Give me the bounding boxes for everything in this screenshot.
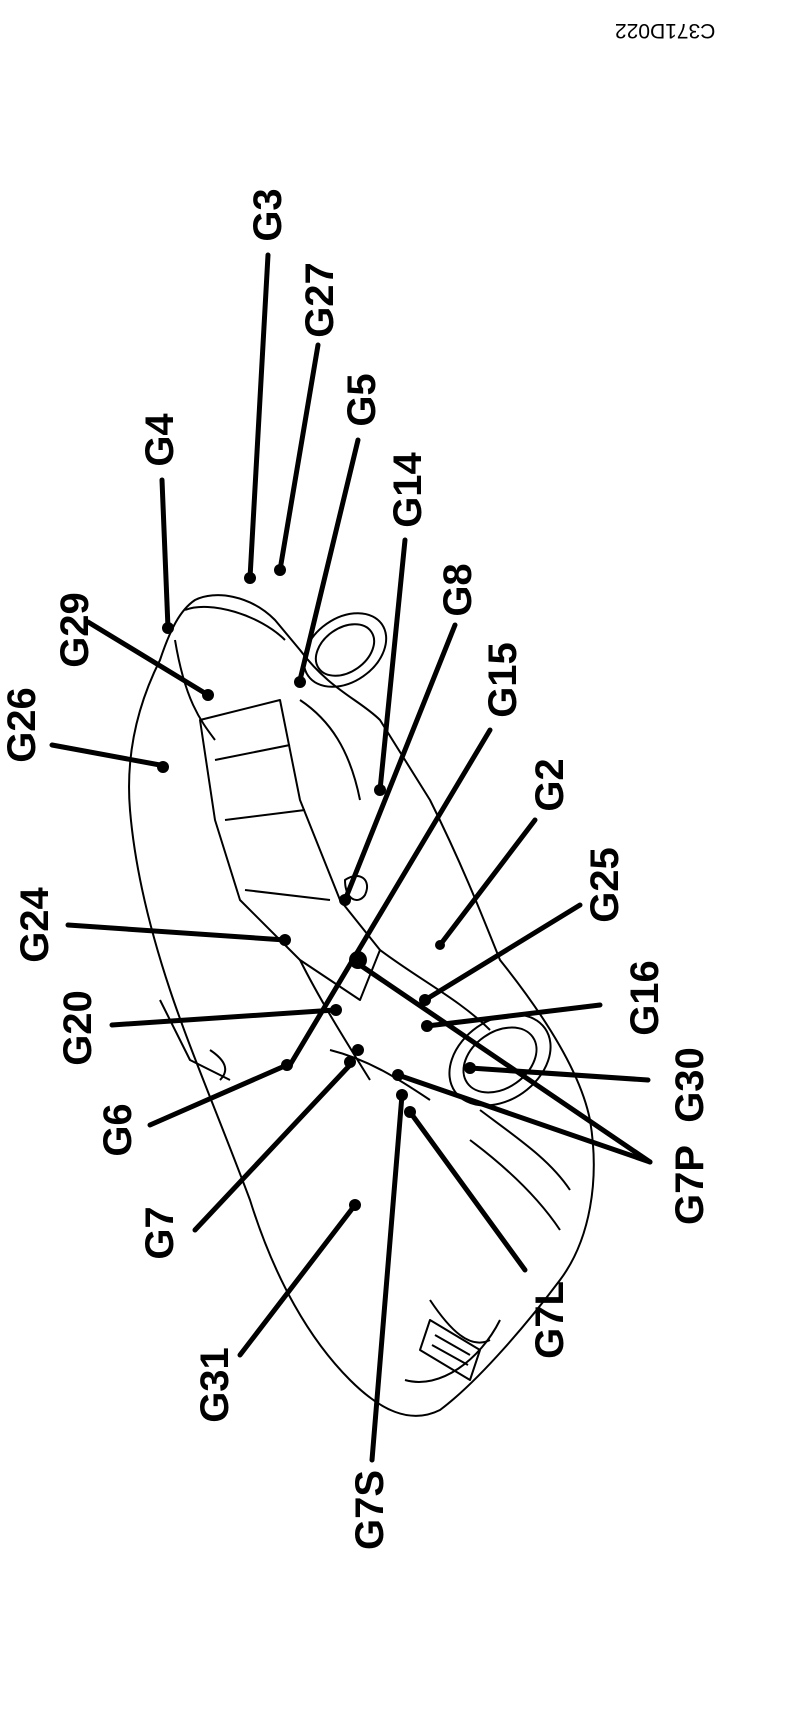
leader-g20 — [109, 1007, 338, 1028]
leader-g27 — [277, 342, 321, 573]
leader-g7p — [357, 962, 653, 1165]
leader-g5 — [297, 437, 361, 683]
leader-g7 — [192, 1062, 353, 1233]
point-g26 — [157, 761, 169, 773]
label-g7l: G7L — [528, 1281, 572, 1359]
leader-g15 — [287, 727, 493, 1068]
label-g7p: G7P — [668, 1144, 712, 1226]
point-g2 — [435, 940, 445, 950]
leader-g24 — [65, 922, 288, 943]
leader-g29 — [85, 619, 211, 698]
label-g15: G15 — [481, 642, 525, 718]
leader-g6 — [147, 1062, 290, 1128]
leader-g7l — [407, 1109, 528, 1273]
label-g3: G3 — [246, 188, 290, 242]
label-g16: G16 — [623, 960, 667, 1036]
label-g7: G7 — [138, 1206, 182, 1260]
label-g2: G2 — [528, 758, 572, 812]
point-g7s — [396, 1089, 408, 1101]
point-g14 — [374, 784, 386, 796]
leader-g16 — [424, 1002, 603, 1029]
point-g24 — [279, 934, 291, 946]
point-g16 — [421, 1020, 433, 1032]
point-g8 — [339, 894, 351, 906]
label-g14: G14 — [386, 452, 430, 528]
label-g29: G29 — [53, 592, 97, 668]
point-g27 — [274, 564, 286, 576]
point-g20 — [330, 1004, 342, 1016]
leader-g26 — [49, 742, 163, 768]
point-g7p — [392, 1069, 404, 1081]
leader-g25 — [422, 902, 583, 1003]
label-g20: G20 — [56, 990, 100, 1066]
point-g30 — [464, 1062, 476, 1074]
label-g8: G8 — [436, 563, 480, 617]
leader-g2 — [437, 817, 538, 948]
point-g31 — [349, 1199, 361, 1211]
label-g30: G30 — [668, 1047, 712, 1123]
leader-lines — [49, 252, 653, 1463]
leader-g31 — [237, 1202, 358, 1358]
point-g3 — [244, 572, 256, 584]
point-g15 — [349, 951, 367, 969]
point-g4 — [162, 622, 174, 634]
label-g31: G31 — [193, 1347, 237, 1423]
leader-g7s — [369, 1092, 405, 1463]
ground-points — [157, 564, 476, 1211]
point-g6 — [281, 1059, 293, 1071]
point-g7l — [404, 1106, 416, 1118]
label-g6: G6 — [96, 1103, 140, 1157]
label-g4: G4 — [138, 413, 182, 467]
label-g26: G26 — [0, 687, 44, 763]
leader-g30 — [467, 1065, 651, 1083]
point-g29 — [202, 689, 214, 701]
point-g7b — [352, 1044, 364, 1056]
point-g7a — [344, 1056, 356, 1068]
car-outline — [128, 594, 595, 1417]
label-g24: G24 — [13, 887, 57, 963]
label-g25: G25 — [583, 847, 627, 923]
point-g25 — [419, 994, 431, 1006]
leader-g4 — [159, 477, 171, 631]
label-g7s: G7S — [348, 1469, 392, 1551]
leader-g3 — [247, 252, 271, 581]
label-g5: G5 — [340, 373, 384, 427]
leader-g14 — [377, 537, 408, 793]
leader-g7p-b — [395, 1072, 653, 1165]
point-g5 — [294, 676, 306, 688]
label-g27: G27 — [298, 262, 342, 338]
leader-g8 — [342, 622, 458, 903]
